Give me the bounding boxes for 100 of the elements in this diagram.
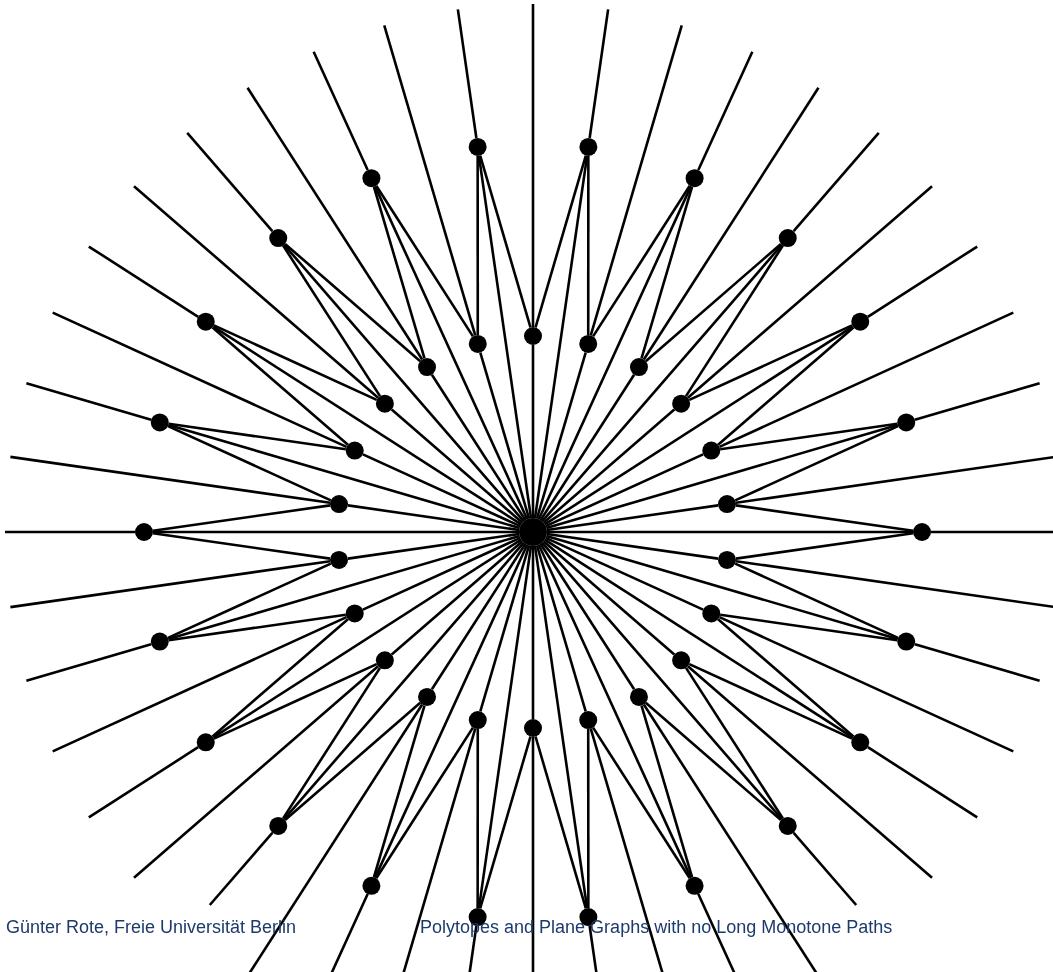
connector-line (212, 325, 522, 526)
connector-line (546, 504, 719, 532)
vertex-dot (629, 358, 648, 377)
ray-line (133, 185, 379, 399)
connector-line (347, 532, 520, 560)
connector-line (152, 532, 331, 560)
ray-line (246, 87, 424, 361)
ray-line (867, 245, 978, 318)
connector-line (479, 545, 531, 712)
connector-line (592, 185, 691, 338)
ray-line (589, 25, 683, 336)
vertex-dot (468, 137, 487, 156)
ray-line (718, 615, 1014, 753)
ray-line (914, 382, 1040, 422)
connector-line (720, 422, 898, 451)
connector-line (372, 186, 426, 359)
connector-line (542, 408, 676, 524)
connector-line (390, 540, 524, 656)
connector-line (476, 155, 480, 335)
connector-line (373, 185, 529, 520)
vertex-dot (150, 413, 169, 432)
ray-line (88, 245, 199, 318)
ray-line (312, 51, 369, 171)
connector-line (592, 726, 691, 879)
vertex-dot (468, 711, 487, 730)
connector-line (282, 244, 382, 397)
connector-line (362, 453, 521, 528)
ray-line (642, 703, 820, 972)
connector-line (544, 325, 854, 526)
vertex-dot (468, 334, 487, 353)
connector-line (546, 534, 898, 641)
connector-line (688, 324, 853, 402)
vertex-dot (913, 523, 931, 541)
vertex-dot (897, 632, 916, 651)
connector-line (476, 729, 480, 909)
vertex-dot (362, 169, 381, 188)
vertex-dot (524, 719, 542, 737)
connector-line (533, 155, 589, 519)
vertex-dot (362, 876, 381, 895)
connector-line (168, 422, 346, 451)
vertex-dot (345, 604, 364, 623)
connector-line (539, 543, 636, 690)
connector-line (717, 326, 855, 446)
vertex-dot (702, 604, 721, 623)
connector-line (546, 532, 719, 560)
ray-line (687, 185, 933, 399)
connector-line (284, 701, 422, 822)
ray-line (531, 737, 535, 972)
connector-line (586, 729, 590, 909)
connector-line (373, 544, 529, 879)
connector-line (537, 185, 693, 520)
vertex-dot (418, 687, 437, 706)
vertex-dot (345, 441, 364, 460)
vertex-dot (330, 495, 348, 514)
connector-line (478, 736, 532, 909)
ray-line (718, 311, 1014, 449)
ray-line (931, 530, 1053, 534)
connector-line (168, 423, 520, 530)
vertex-dot (851, 312, 870, 331)
vertex-dot (150, 632, 169, 651)
ray-line (735, 559, 1053, 609)
connector-line (539, 374, 636, 521)
connector-line (541, 243, 783, 523)
ray-line (52, 615, 348, 753)
ray-line (26, 382, 152, 422)
connector-line (390, 408, 524, 524)
connector-line (478, 155, 532, 328)
ray-line (792, 132, 880, 233)
connector-line (430, 374, 527, 521)
connector-line (644, 701, 782, 822)
connector-line (545, 453, 704, 528)
connector-line (531, 546, 535, 719)
connector-line (168, 613, 346, 642)
vertex-dot (418, 358, 437, 377)
connector-line (375, 726, 474, 879)
connector-line (168, 534, 520, 641)
connector-line (167, 562, 332, 640)
ray-line (914, 642, 1040, 682)
ray-line (208, 831, 274, 906)
vertex-dot (330, 550, 348, 569)
ray-line (26, 642, 152, 682)
ray-line (792, 831, 858, 906)
connector-line (644, 242, 782, 363)
connector-line (477, 545, 533, 909)
vertex-dot (685, 876, 704, 895)
vertex-dot (196, 312, 215, 331)
connector-line (477, 155, 533, 519)
vertex-dot (718, 550, 736, 569)
ray-line (133, 665, 379, 879)
vertex-dot (778, 229, 797, 247)
connector-line (362, 536, 521, 611)
connector-line (545, 536, 704, 611)
vertex-dot (629, 687, 648, 706)
ray-line (186, 132, 274, 233)
connector-line (479, 352, 531, 519)
connector-line (212, 538, 522, 739)
vertex-dot (196, 733, 215, 752)
connector-line (684, 667, 784, 820)
connector-line (546, 423, 898, 530)
vertex-dot (685, 169, 704, 188)
